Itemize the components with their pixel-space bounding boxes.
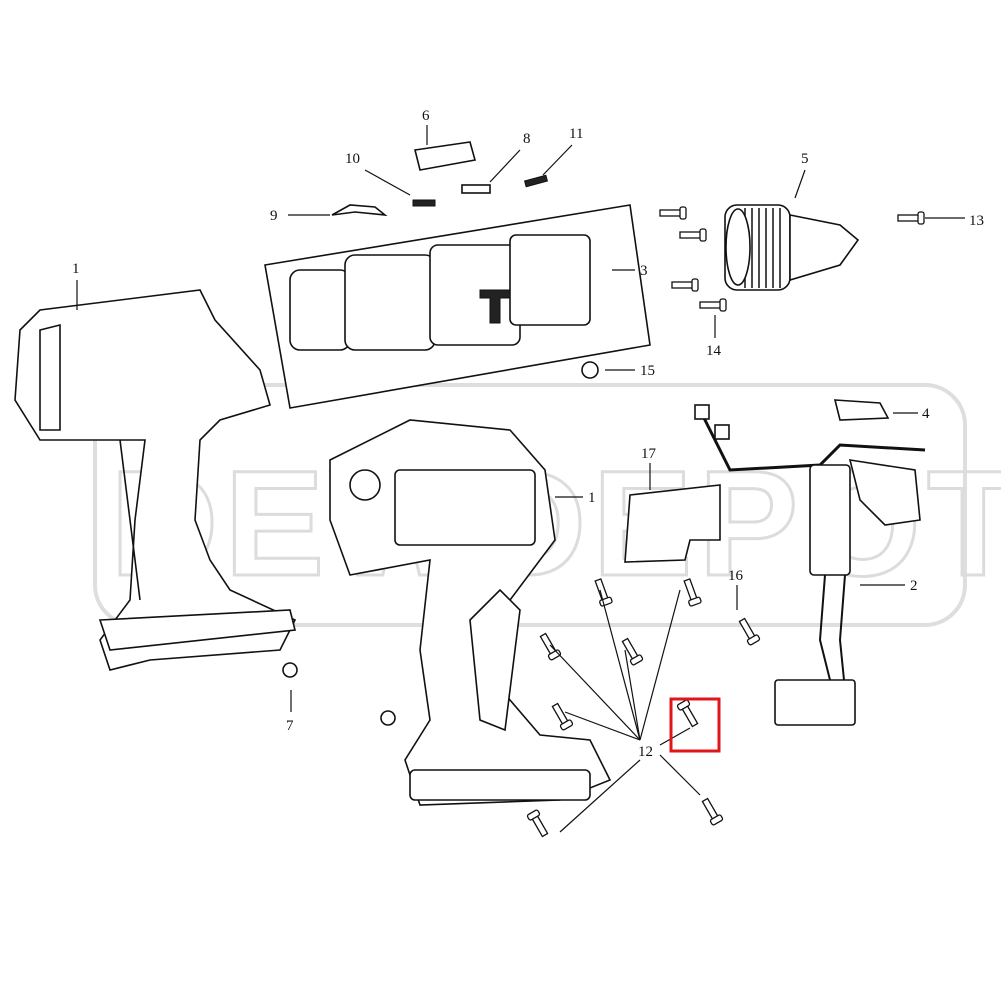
screw-icon — [594, 578, 613, 607]
screw-icon — [701, 797, 724, 826]
callout-5: 5 — [801, 151, 809, 167]
screw-icon — [621, 637, 644, 666]
callout-7: 7 — [286, 718, 294, 734]
callout-15: 15 — [640, 363, 655, 379]
callout-8: 8 — [523, 131, 531, 147]
callout-1: 1 — [588, 490, 596, 506]
motor-gearbox-assembly — [264, 204, 651, 409]
screw-icon — [671, 278, 699, 292]
screw-icon — [539, 632, 562, 661]
callout-12: 12 — [638, 744, 653, 760]
callout-14: 14 — [706, 343, 722, 359]
button-4 — [833, 399, 890, 421]
washer-15 — [581, 361, 599, 379]
shift-plate — [331, 204, 388, 217]
insulation-sheet — [624, 484, 721, 563]
callout-9: 9 — [270, 208, 278, 224]
callout-2: 2 — [910, 578, 918, 594]
spring-10 — [412, 199, 436, 207]
screw-icon — [676, 699, 699, 728]
spring-11 — [523, 174, 549, 188]
screw-icon — [679, 228, 707, 242]
trigger-switch — [694, 404, 926, 726]
screws — [526, 206, 925, 838]
housing-left-half — [14, 289, 297, 671]
screw-icon — [738, 617, 761, 646]
callout-6: 6 — [422, 108, 430, 124]
nut-7 — [282, 662, 298, 678]
chuck — [724, 204, 860, 291]
leader-lines — [76, 125, 965, 833]
screw-icon — [897, 211, 925, 225]
screw-icon — [526, 809, 549, 838]
pin-8 — [461, 184, 491, 194]
nut — [380, 710, 396, 726]
callout-10: 10 — [345, 151, 360, 167]
callout-11: 11 — [569, 126, 583, 142]
highlight-box — [669, 697, 721, 753]
callout-4: 4 — [922, 406, 930, 422]
callout-1: 1 — [72, 261, 80, 277]
callouts: 1 1 2 3 4 5 6 7 8 9 10 11 12 13 14 15 16… — [72, 108, 984, 760]
screw-icon — [551, 702, 574, 731]
callout-13: 13 — [969, 213, 984, 229]
screw-icon — [683, 578, 702, 607]
switch-slider — [414, 141, 477, 171]
screw-icon — [659, 206, 687, 220]
callout-3: 3 — [640, 263, 648, 279]
callout-17: 17 — [641, 446, 657, 462]
screw-icon — [699, 298, 727, 312]
callout-16: 16 — [728, 568, 744, 584]
housing-right-half — [329, 419, 612, 806]
